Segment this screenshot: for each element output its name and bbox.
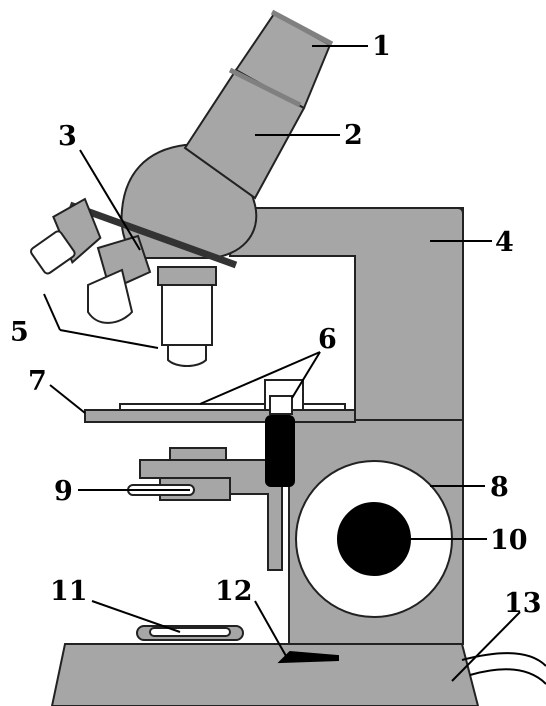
objective-right [157, 266, 217, 367]
label-7: 7 [28, 366, 47, 397]
condenser-bracket [139, 459, 283, 571]
label-8: 8 [490, 472, 509, 503]
label-10: 10 [490, 525, 528, 556]
label-13: 13 [504, 588, 542, 619]
stage [84, 409, 356, 423]
label-6: 6 [318, 324, 337, 355]
stage-clip-inner [269, 395, 293, 415]
label-1: 1 [372, 31, 391, 62]
stage-control-knob [265, 415, 295, 487]
pointer-5b [59, 329, 159, 349]
pointer-7 [49, 384, 86, 414]
objective-middle [87, 234, 152, 324]
pointer-3 [79, 149, 141, 251]
pointer-12 [254, 600, 287, 657]
label-3: 3 [58, 121, 77, 152]
label-9: 9 [54, 476, 73, 507]
power-cord [461, 652, 546, 667]
power-cord-inner [469, 668, 546, 685]
mirror-glass [149, 627, 231, 637]
pointer-11 [91, 600, 181, 633]
pointer-6b [291, 351, 321, 399]
label-2: 2 [344, 120, 363, 151]
pointer-5a [43, 293, 61, 331]
condenser-top [169, 447, 227, 461]
base [50, 643, 480, 706]
objective-left [30, 197, 102, 275]
label-12: 12 [215, 576, 253, 607]
pointer-13 [451, 611, 521, 682]
slide [119, 403, 346, 411]
nosepiece [68, 201, 238, 269]
eyepiece-ring-top [270, 9, 334, 47]
label-4: 4 [495, 227, 514, 258]
label-11: 11 [50, 576, 88, 607]
arm-top [228, 207, 464, 425]
eyepiece-ring-1 [228, 67, 302, 108]
label-5: 5 [10, 317, 29, 348]
pointer-6a [199, 351, 321, 405]
